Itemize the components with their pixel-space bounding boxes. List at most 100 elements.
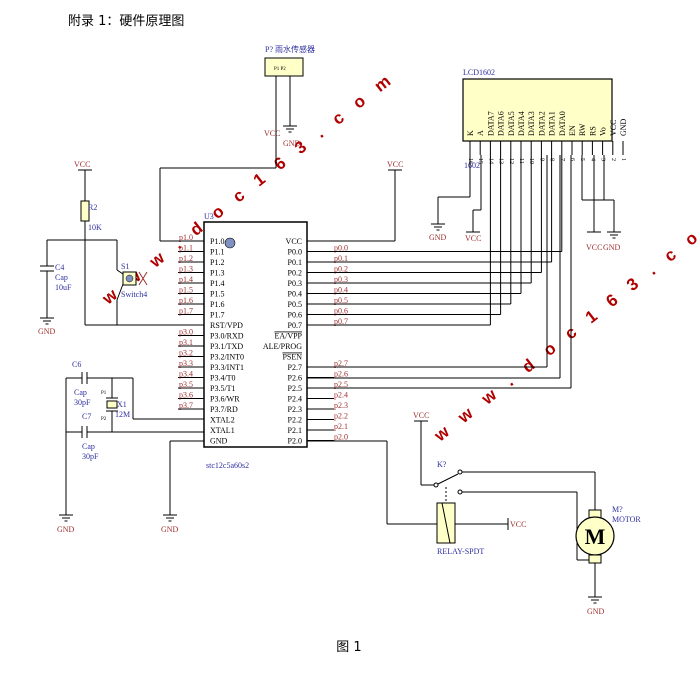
rain-sensor-label: 雨水传感器 <box>275 44 315 54</box>
lcd-pin-label: DATA0 <box>558 111 567 136</box>
mcu-left-pin-label: P3.4/T0 <box>210 374 236 383</box>
mcu-left-pins: P1.0p1.0P1.1p1.1P1.2p1.2P1.3p1.3P1.4p1.4… <box>178 233 244 446</box>
mcu-right-pin-label: P2.7 <box>288 363 302 372</box>
page-header: 附录 1：硬件原理图 <box>68 14 184 29</box>
lcd-pin-label: Vo <box>599 127 608 136</box>
relay: VCC K? VCC RELAY-SPDT <box>413 411 596 560</box>
mcu-right-pin-label: P0.3 <box>288 279 302 288</box>
mcu-right-net-label: p0.6 <box>334 307 348 316</box>
mcu-right-net-label: p0.4 <box>334 286 348 295</box>
mcu-right-pin-label: P0.2 <box>288 269 302 278</box>
x1-pin-b: P2 <box>101 417 107 422</box>
mcu-gnd: GND <box>161 525 179 534</box>
mcu-left-pin-label: XTAL2 <box>210 416 235 425</box>
mcu-part: stc12c5a60s2 <box>206 461 249 470</box>
lcd-pin-number: 4 <box>589 158 595 161</box>
mcu-left-pin-label: P3.7/RD <box>210 405 238 414</box>
mcu-right-pin-label: EA/VPP <box>274 332 302 341</box>
relay-ref: K? <box>437 460 447 469</box>
lcd-pin-label: K <box>466 130 475 136</box>
lcd-pin-label: DATA6 <box>497 111 506 136</box>
mcu-left-net-label: p1.1 <box>179 244 193 253</box>
mcu-right-pin-label: P2.0 <box>288 437 302 446</box>
mcu-left-pin-label: P3.0/RXD <box>210 332 244 341</box>
mcu-left-net-label: p1.0 <box>179 233 193 242</box>
rain-gnd: GND <box>283 139 301 148</box>
mcu-left-net-label: p3.5 <box>179 380 193 389</box>
mcu-right-pin-label: VCC <box>286 237 302 246</box>
lcd-pin-label: RW <box>578 123 587 136</box>
lcd-pin-label: EN <box>568 125 577 136</box>
mcu-left-pin-label: GND <box>210 437 228 446</box>
mcu-left-pin-label: P1.0 <box>210 237 224 246</box>
lcd-pin-label: DATA1 <box>548 111 557 136</box>
lcd-k-gnd: GND <box>429 233 447 242</box>
c4-type: Cap <box>55 273 68 282</box>
mcu-right-pin-label: PSEN <box>282 353 302 362</box>
mcu-ref: U3 <box>204 212 214 221</box>
rain-sensor-pins: P1 P2 <box>274 67 286 72</box>
c4-value: 10uF <box>55 283 72 292</box>
motor-type: MOTOR <box>612 515 641 524</box>
relay-vcc: VCC <box>413 411 429 420</box>
lcd-pin-number: 1 <box>620 158 626 161</box>
mcu-left-pin-label: XTAL1 <box>210 426 235 435</box>
lcd-pins: K16A15DATA714DATA613DATA512DATA411DATA31… <box>466 111 628 164</box>
lcd-pin-label: A <box>476 130 485 136</box>
mcu-right-pin-label: P0.5 <box>288 300 302 309</box>
motor-ref: M? <box>612 505 623 514</box>
c4-ref: C4 <box>55 263 64 272</box>
mcu-body <box>203 221 308 448</box>
mcu-left-net-label: p3.2 <box>179 349 193 358</box>
r2-value: 10K <box>88 223 102 232</box>
mcu-right-pin-label: P0.6 <box>288 311 302 320</box>
rain-sensor-body <box>264 57 304 77</box>
mcu-right-pin-label: P2.4 <box>288 395 302 404</box>
mcu-right-pin-label: P2.1 <box>288 426 302 435</box>
c7-type: Cap <box>82 442 95 451</box>
p0-bus <box>334 155 563 326</box>
mcu-right-net-label: p2.4 <box>334 391 348 400</box>
crystal-gnd: GND <box>57 525 75 534</box>
motor: M? MOTOR M GND <box>575 505 641 616</box>
lcd-ref: LCD1602 <box>463 68 495 77</box>
rain-sensor-ref: P? <box>265 45 273 54</box>
mcu-left-pin-label: P1.1 <box>210 248 224 257</box>
mcu-left-net-label: p1.3 <box>179 265 193 274</box>
c4-gnd: GND <box>38 327 56 336</box>
c6-value: 30pF <box>74 398 91 407</box>
mcu-left-net-label: p3.7 <box>179 401 193 410</box>
mcu-left-net-label: p1.7 <box>179 307 193 316</box>
c6-ref: C6 <box>72 360 81 369</box>
lcd-pin-label: RS <box>588 126 597 136</box>
mcu-left-net-label: p1.6 <box>179 296 193 305</box>
mcu-right-net-label: p0.7 <box>334 317 348 326</box>
lcd-pin-label: DATA3 <box>527 111 536 136</box>
x1-pin-a: P1 <box>101 391 107 396</box>
mcu-left-pin-label: P1.4 <box>210 279 224 288</box>
mcu-right-net-label: p0.0 <box>334 244 348 253</box>
lcd-pin-label: DATA2 <box>537 111 546 136</box>
motor-gnd: GND <box>587 607 605 616</box>
lcd-body <box>462 78 613 142</box>
lcd-pin-label: DATA4 <box>517 111 526 136</box>
lcd-pin-label: GND <box>619 118 628 136</box>
mcu-left-pin-label: P1.3 <box>210 269 224 278</box>
motor-symbol: M <box>585 524 606 549</box>
lcd-pin-label: VCC <box>609 120 618 136</box>
mcu-right-pin-label: P2.6 <box>288 374 302 383</box>
mcu-vcc: VCC <box>387 160 403 169</box>
mcu-left-net-label: p3.6 <box>179 391 193 400</box>
mcu-right-net-label: p0.5 <box>334 296 348 305</box>
lcd-pin-number: 3 <box>600 158 606 161</box>
mcu-right-net-label: p2.6 <box>334 370 348 379</box>
mcu-left-net-label: p3.1 <box>179 338 193 347</box>
mcu-right-pin-label: P2.2 <box>288 416 302 425</box>
s1-ref: S1 <box>121 262 129 271</box>
mcu-left-pin-label: P1.6 <box>210 300 224 309</box>
mcu-left-net-label: p1.5 <box>179 286 193 295</box>
mcu-left-net-label: p3.4 <box>179 370 193 379</box>
lcd-pin-label: DATA7 <box>486 111 495 136</box>
rain-sensor: P? 雨水传感器 P1 P2 VCC GND <box>264 44 315 148</box>
